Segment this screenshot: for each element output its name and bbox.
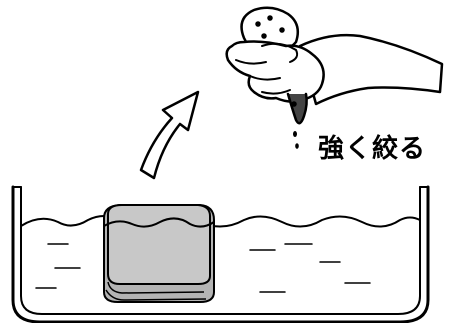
water-surface-icon <box>20 215 421 228</box>
hand-wringing-cloth-icon <box>225 6 444 125</box>
basin-icon <box>11 185 430 323</box>
water-lines-icon <box>35 243 371 293</box>
curved-arrow-icon <box>139 90 200 180</box>
caption-text: 強く絞る <box>318 134 427 164</box>
water-drops-icon <box>293 131 299 149</box>
soaked-cloth-icon <box>103 204 215 303</box>
water-over-cloth-icon <box>103 217 215 228</box>
